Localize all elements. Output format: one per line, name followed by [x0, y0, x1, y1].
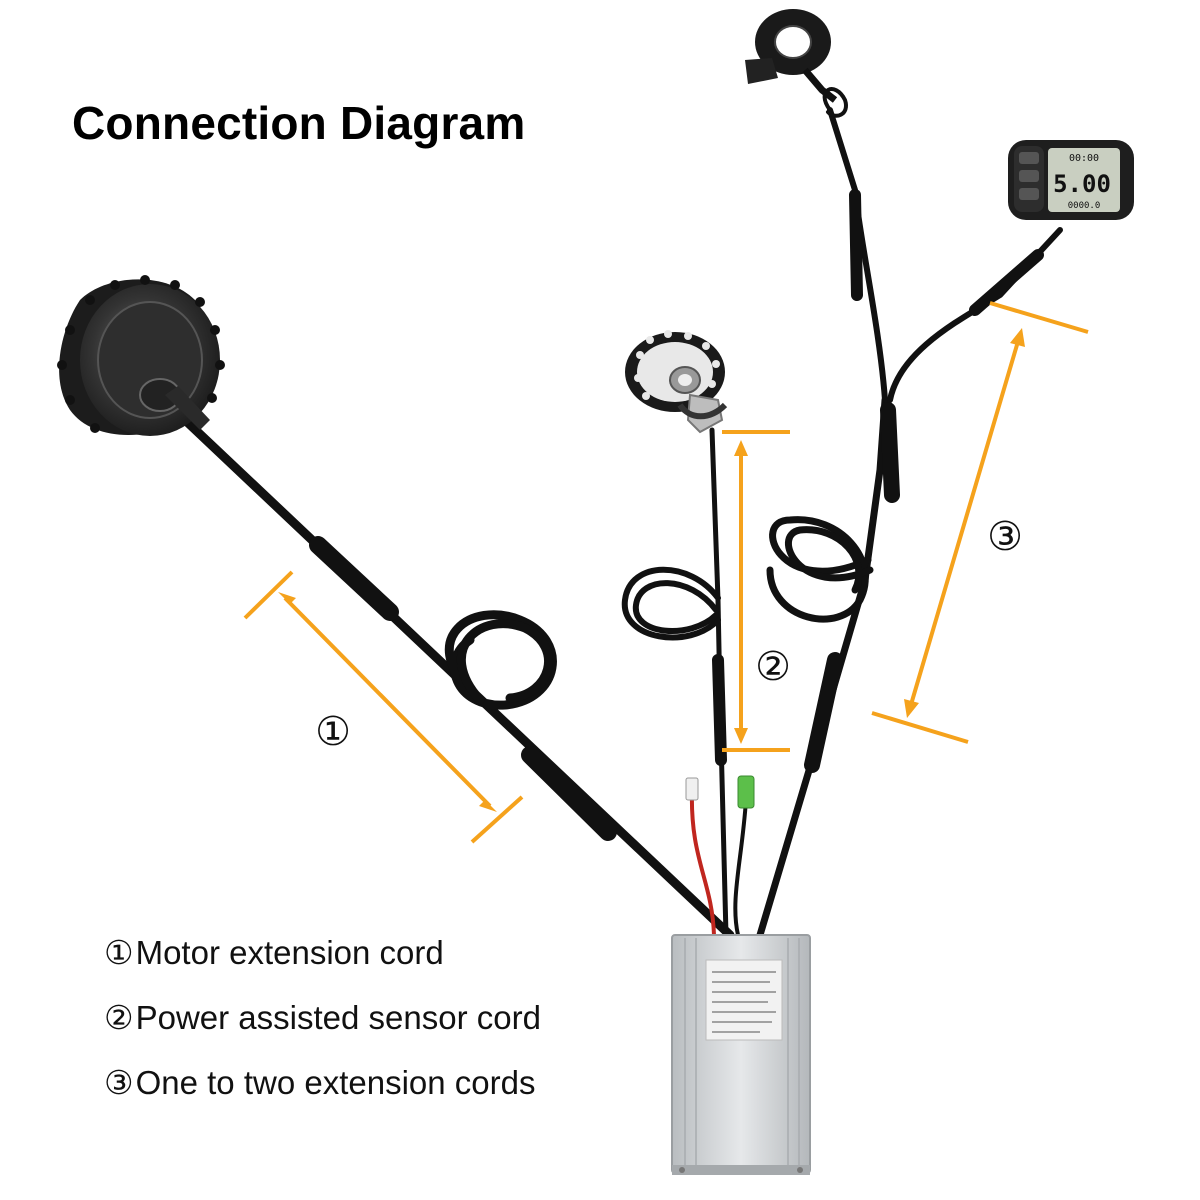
dimension-3 [871, 301, 1089, 744]
display-throttle-cable [756, 87, 1063, 939]
legend-label: Power assisted sensor cord [135, 999, 541, 1036]
legend-label: One to two extension cords [135, 1064, 536, 1101]
marker-1: ① [315, 709, 351, 755]
lcd-top-readout: 00:00 [1069, 153, 1099, 164]
diagram-title: Connection Diagram [72, 97, 526, 149]
controller-wires [689, 788, 748, 937]
lcd-display: 00:00 5.00 0000.0 [1008, 140, 1134, 220]
legend-number: ② [104, 999, 134, 1036]
pas-sensor-cable [621, 427, 729, 938]
thumb-throttle [745, 9, 838, 103]
legend-item-motor-extension: ①Motor extension cord [104, 920, 541, 985]
legend-number: ① [104, 934, 134, 971]
hub-motor [57, 275, 225, 436]
pas-sensor [625, 330, 728, 434]
legend-item-extension-cords: ③One to two extension cords [104, 1050, 541, 1115]
dimension-2 [722, 430, 790, 752]
lcd-speed-readout: 5.00 [1053, 170, 1111, 198]
lcd-bottom-readout: 0000.0 [1068, 201, 1101, 211]
marker-2: ② [755, 644, 791, 690]
motor-cable [180, 415, 735, 940]
legend-item-sensor-cord: ②Power assisted sensor cord [104, 985, 541, 1050]
dimension-1 [243, 570, 524, 844]
legend-label: Motor extension cord [135, 934, 444, 971]
wire-connectors [685, 775, 755, 809]
marker-3: ③ [987, 514, 1023, 560]
legend-number: ③ [104, 1064, 134, 1101]
legend: ①Motor extension cord ②Power assisted se… [104, 920, 541, 1115]
controller-box [671, 934, 811, 1175]
